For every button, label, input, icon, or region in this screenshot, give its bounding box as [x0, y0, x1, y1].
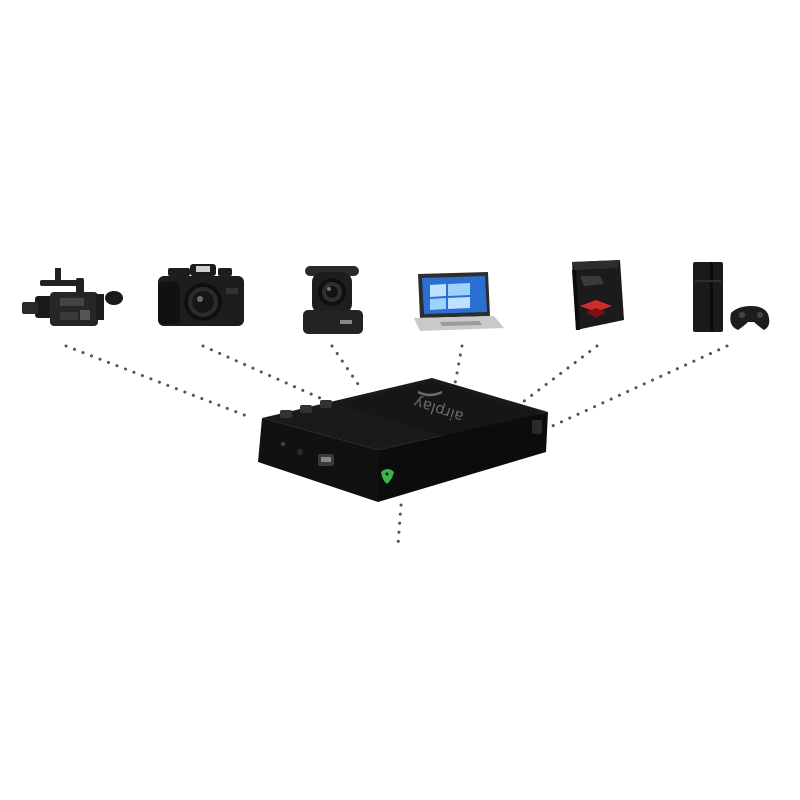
line-console [546, 344, 729, 430]
mirrorless-camera-icon [158, 264, 244, 326]
ptz-camera-icon [303, 266, 363, 334]
device-top-panel [336, 382, 540, 436]
line-camcorder [64, 344, 254, 420]
gaming-pc-icon [572, 260, 624, 330]
streaming-encoder-icon: airplay [258, 378, 548, 502]
line-output [396, 503, 403, 547]
power-led [281, 442, 285, 446]
laptop-icon [414, 272, 504, 331]
game-console-icon [693, 262, 770, 332]
line-mirrorless [201, 344, 322, 400]
status-logo-icon [381, 469, 394, 484]
line-gaming-pc [513, 344, 599, 410]
camcorder-icon [22, 268, 123, 326]
line-laptop [453, 344, 464, 386]
device-side [378, 412, 548, 502]
audio-jack [297, 449, 303, 455]
line-ptz [330, 344, 364, 392]
connection-lines [64, 344, 729, 547]
